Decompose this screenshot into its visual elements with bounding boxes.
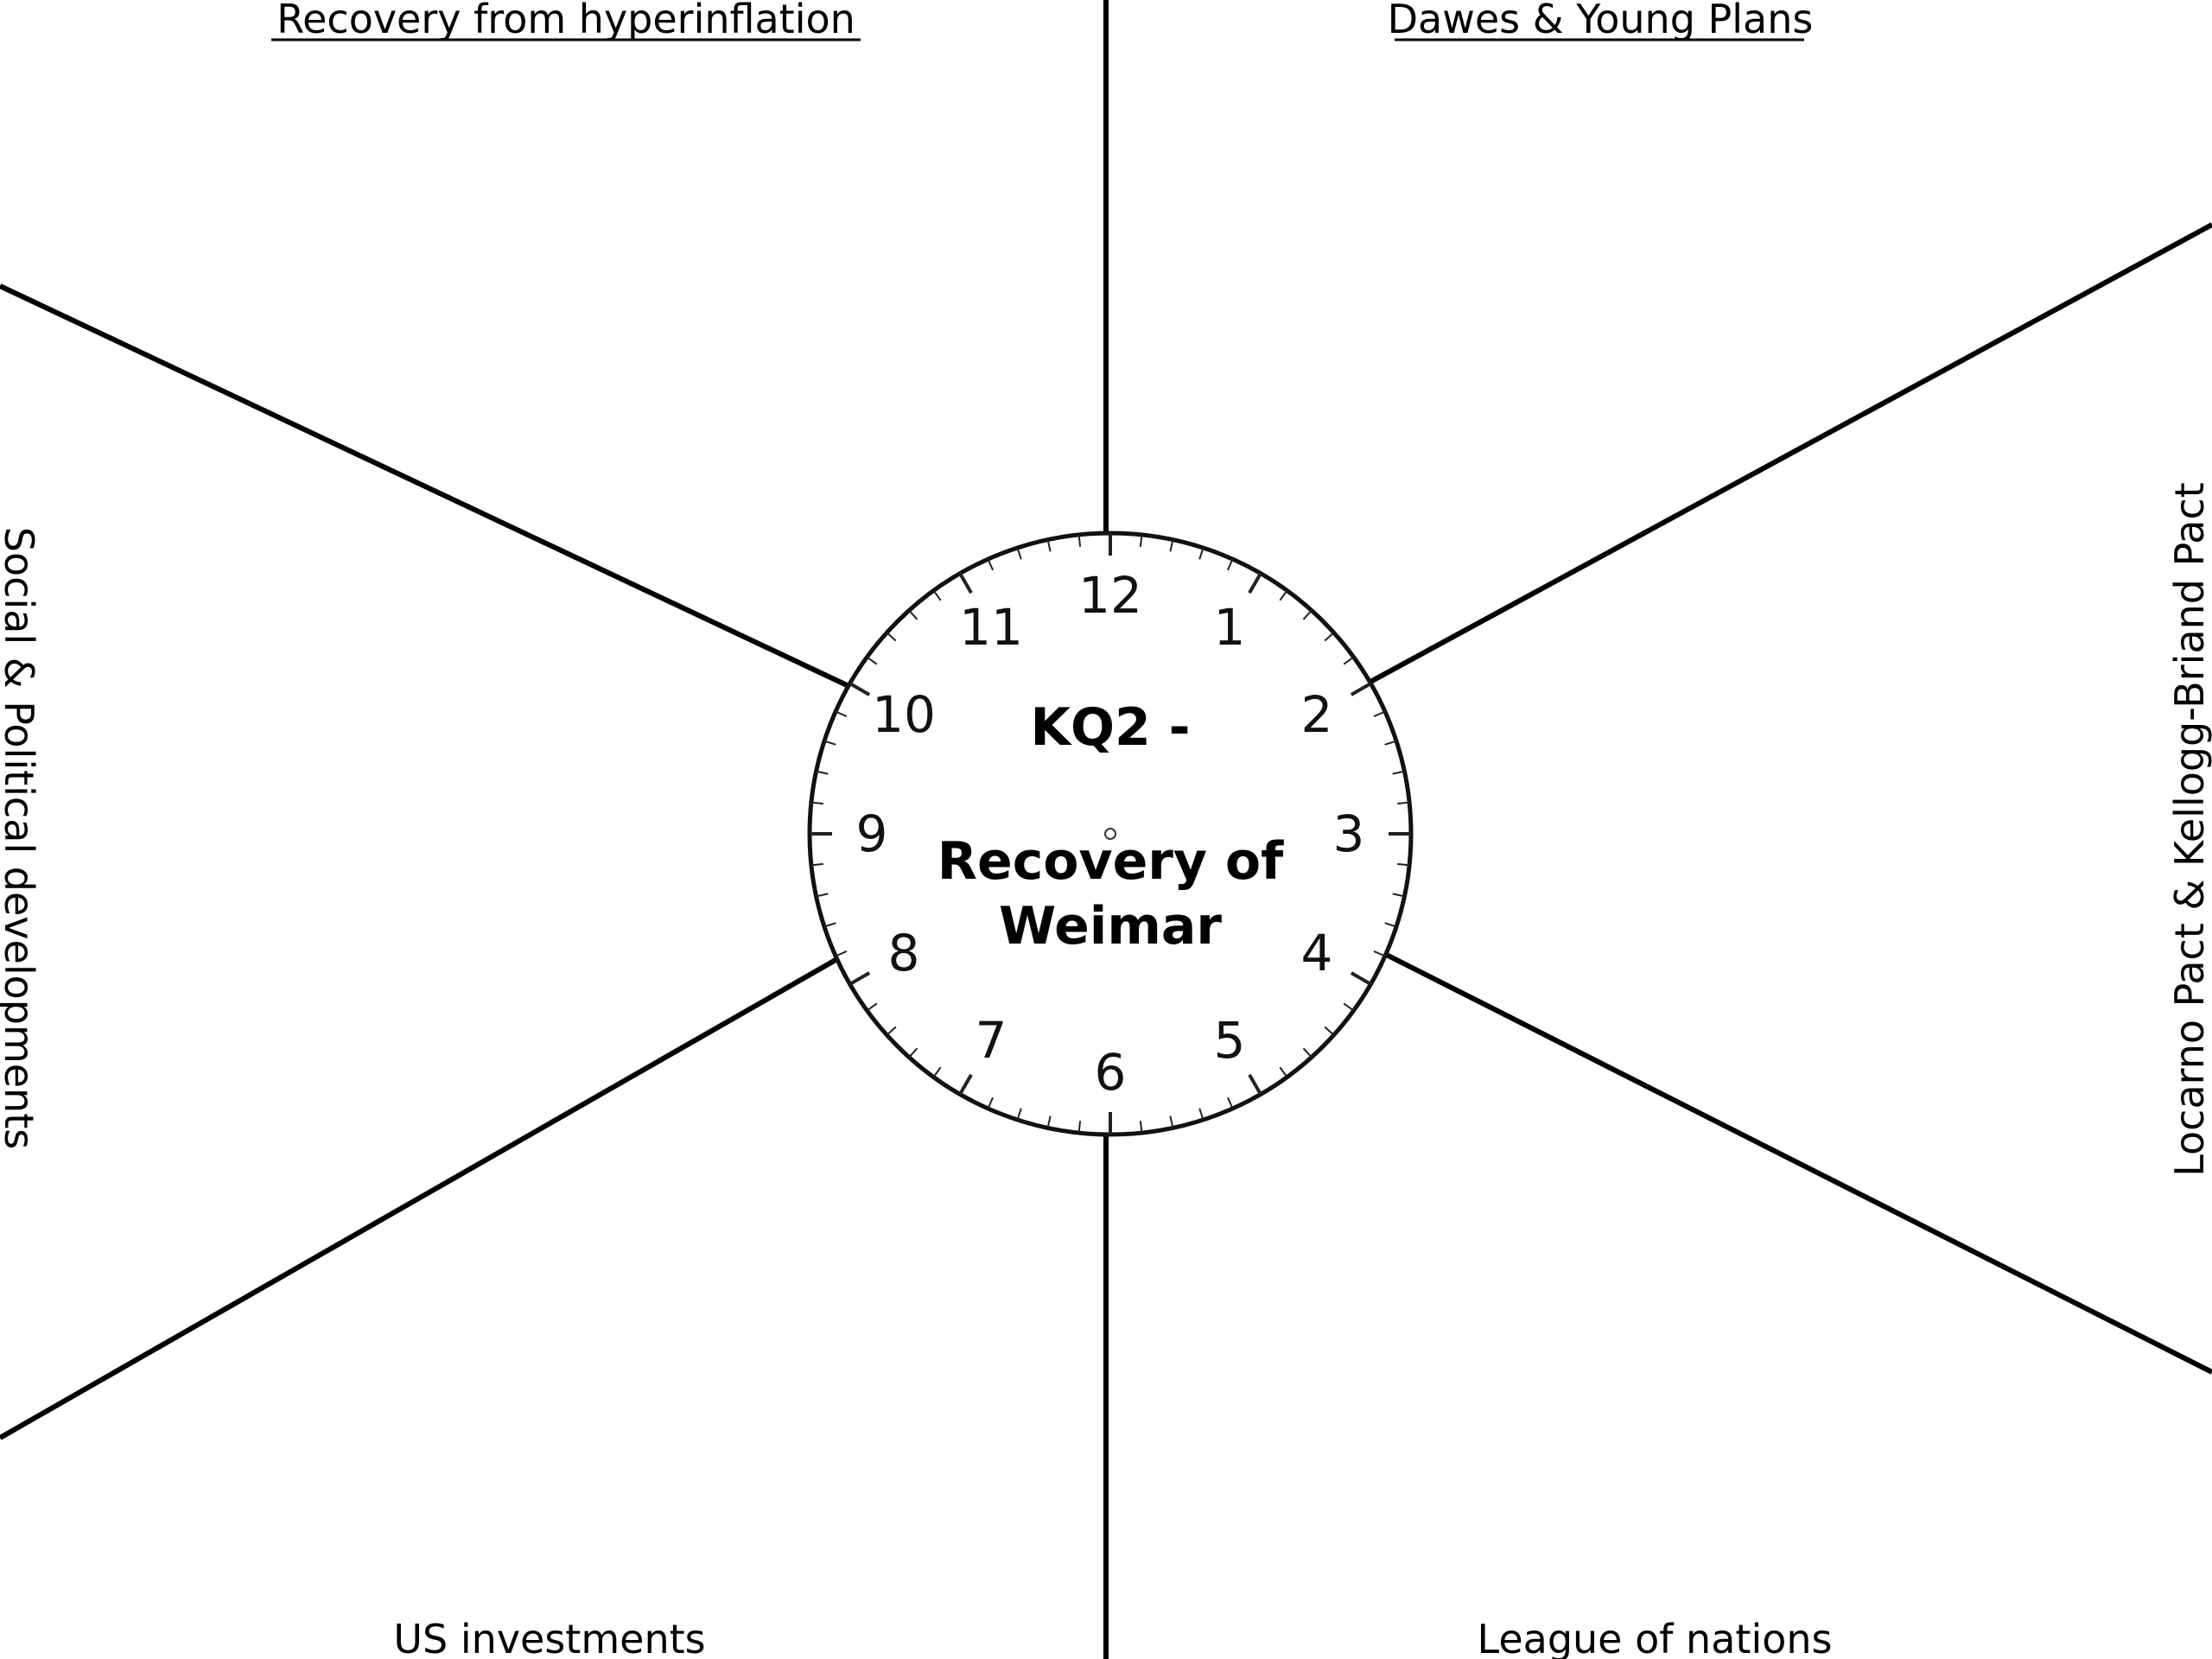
clock-minute-tick	[1279, 1066, 1288, 1078]
clock-minute-tick	[1077, 534, 1082, 547]
clock-minute-tick	[1169, 539, 1174, 552]
clock-title-line-1: KQ2 -	[1030, 697, 1190, 758]
clock-title-line-2: Recovery of	[938, 831, 1284, 892]
clock-numeral-10: 10	[872, 685, 936, 744]
section-label-bottom-left: US investments	[393, 1616, 705, 1659]
clock-minute-tick	[1016, 547, 1022, 560]
clock-minute-tick	[810, 862, 823, 867]
clock: 12 12 3 45 6 78 9 10 11 KQ2 - Recovery of Weimar	[807, 531, 1414, 1137]
clock-minute-tick	[1016, 1108, 1022, 1121]
clock-title-line-3: Weimar	[999, 896, 1222, 957]
clock-minute-tick	[1139, 1121, 1143, 1134]
divider-line-upper-right	[1359, 222, 2212, 690]
section-label-right: Locarno Pact & Kellogg-Briand Pact	[2166, 482, 2212, 1177]
section-label-top-right: Dawes & Young Plans	[1388, 0, 1814, 42]
clock-minute-tick	[810, 801, 823, 805]
clock-numeral-8: 8	[888, 924, 920, 982]
section-label-bottom-right: League of nations	[1478, 1616, 1833, 1659]
clock-center-dot	[1104, 828, 1116, 840]
divider-line-upper-left	[0, 283, 861, 694]
clock-ticks	[810, 533, 1411, 1135]
clock-minute-tick	[1226, 1096, 1234, 1109]
clock-minute-tick	[823, 922, 836, 928]
clock-minute-tick	[1343, 1002, 1355, 1012]
clock-hour-tick	[1350, 971, 1372, 986]
clock-numeral-2: 2	[1301, 685, 1333, 744]
clock-minute-tick	[1279, 589, 1288, 601]
clock-numeral-12: 12	[1078, 566, 1142, 625]
clock-minute-tick	[1046, 539, 1052, 552]
clock-minute-tick	[823, 740, 836, 746]
clock-minute-tick	[1397, 801, 1410, 805]
clock-minute-tick	[835, 950, 848, 957]
clock-minute-tick	[1392, 770, 1405, 775]
clock-minute-tick	[932, 1066, 942, 1078]
divider-line-lower-left	[0, 944, 861, 1440]
clock-minute-tick	[816, 770, 829, 775]
clock-hour-tick	[958, 572, 973, 594]
clock-minute-tick	[1169, 1116, 1174, 1128]
clock-minute-tick	[1384, 740, 1397, 746]
clock-minute-tick	[1139, 534, 1143, 547]
clock-numeral-4: 4	[1301, 924, 1333, 982]
clock-minute-tick	[1226, 558, 1234, 571]
clock-minute-tick	[987, 558, 995, 571]
clock-minute-tick	[816, 893, 829, 898]
section-label-left: Social & Political developments	[0, 527, 42, 1149]
clock-minute-tick	[1302, 609, 1313, 620]
clock-minute-tick	[835, 710, 848, 718]
clock-minute-tick	[1046, 1116, 1052, 1128]
clock-minute-tick	[932, 589, 942, 601]
clock-numerals: 12 12 3 45 6 78 9 10 11	[856, 566, 1365, 1102]
clock-numeral-7: 7	[976, 1011, 1007, 1070]
clock-numeral-11: 11	[959, 598, 1023, 657]
clock-minute-tick	[866, 1002, 878, 1012]
clock-minute-tick	[1343, 656, 1355, 665]
clock-minute-tick	[886, 632, 897, 642]
clock-numeral-1: 1	[1214, 598, 1246, 657]
clock-minute-tick	[908, 1047, 918, 1058]
clock-minute-tick	[1397, 862, 1410, 867]
clock-minute-tick	[1373, 710, 1386, 718]
clock-minute-tick	[1384, 922, 1397, 928]
clock-minute-tick	[1077, 1121, 1082, 1134]
clock-numeral-9: 9	[856, 804, 888, 863]
clock-minute-tick	[1324, 632, 1335, 642]
clock-minute-tick	[1302, 1047, 1313, 1058]
clock-hour-tick	[1248, 1073, 1262, 1096]
clock-minute-tick	[886, 1026, 897, 1036]
clock-numeral-6: 6	[1095, 1043, 1127, 1102]
clock-hour-tick	[1350, 682, 1372, 696]
clock-minute-tick	[987, 1096, 995, 1109]
clock-numeral-5: 5	[1214, 1011, 1246, 1070]
divider-line-lower-right	[1359, 939, 2212, 1375]
section-label-top-left: Recovery from hyperinflation	[276, 0, 855, 42]
clock-minute-tick	[1198, 547, 1205, 560]
clock-minute-tick	[908, 609, 918, 620]
clock-minute-tick	[1373, 950, 1386, 957]
clock-minute-tick	[1324, 1026, 1335, 1036]
clock-minute-tick	[1198, 1108, 1205, 1121]
clock-hour-tick	[849, 682, 871, 696]
clock-hour-tick	[1248, 572, 1262, 594]
clock-numeral-3: 3	[1333, 804, 1365, 863]
clock-minute-tick	[1392, 893, 1405, 898]
clock-hour-tick	[958, 1073, 973, 1096]
clock-minute-tick	[866, 656, 878, 665]
clock-hour-tick	[849, 971, 871, 986]
